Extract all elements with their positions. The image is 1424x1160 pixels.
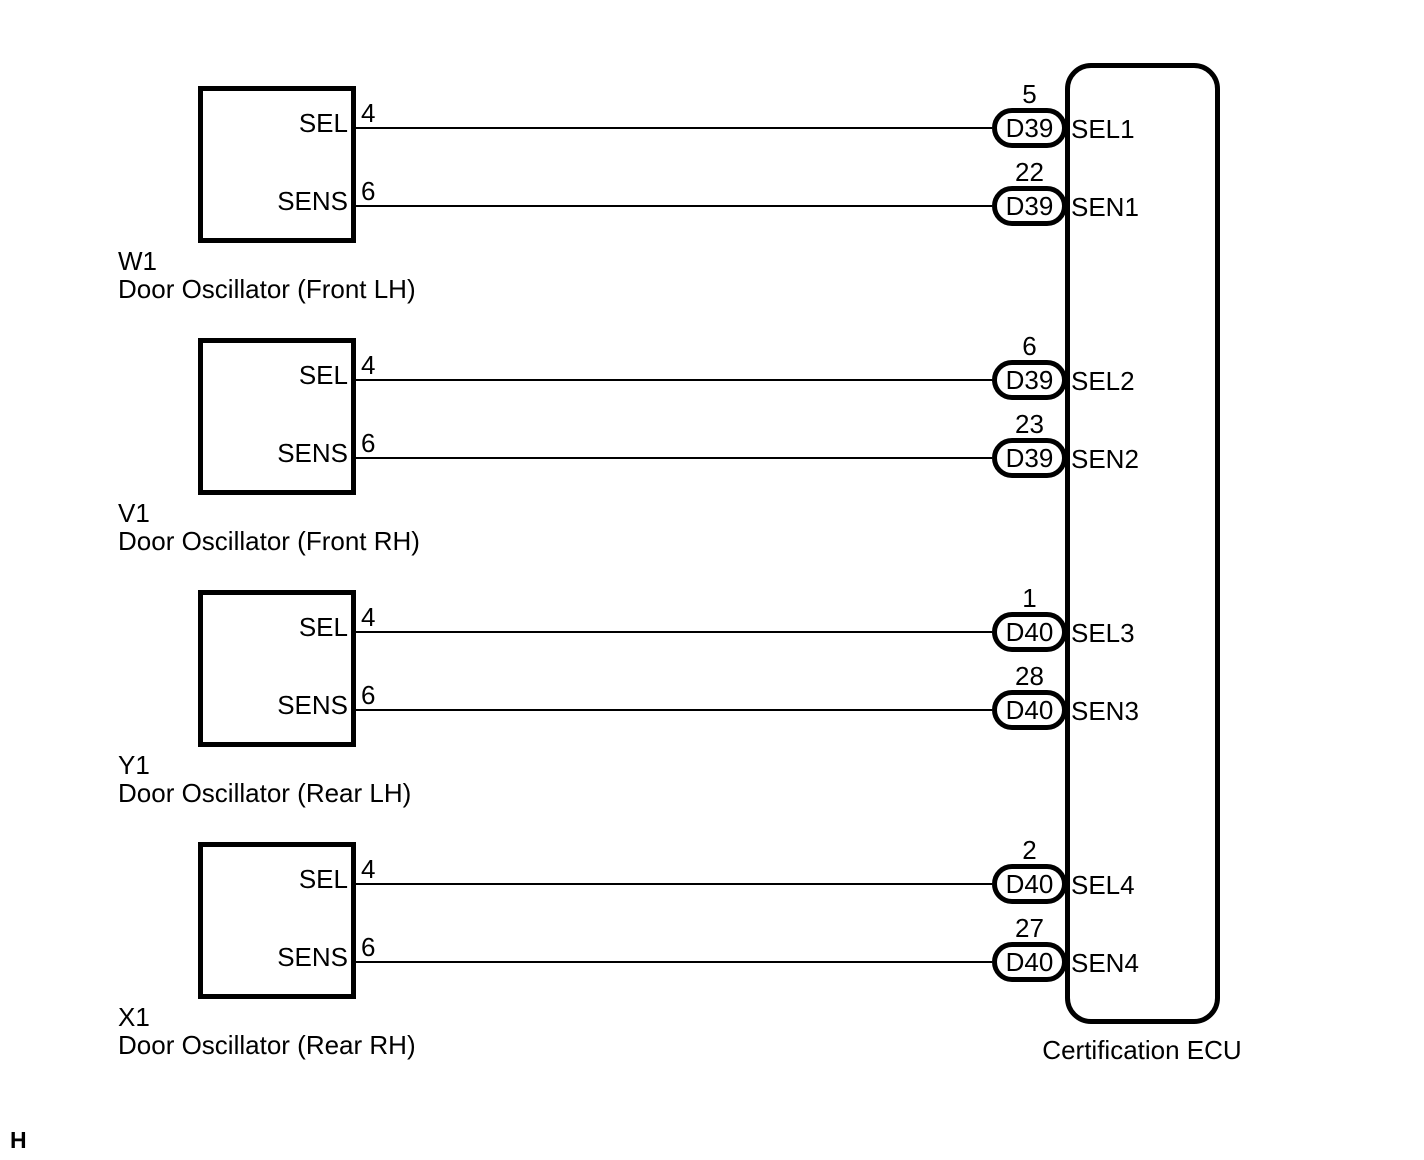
oscillator-pin-label: SENS	[277, 690, 348, 720]
oscillator-pin-number: 4	[361, 602, 376, 632]
wire	[356, 205, 992, 207]
oscillator-pin-label: SEL	[298, 360, 348, 390]
oscillator-box	[198, 842, 356, 999]
ecu-signal-label: SEL2	[1071, 366, 1135, 396]
oscillator-box	[198, 86, 356, 243]
connector-code: D40	[1005, 947, 1054, 977]
block-id: V1	[118, 498, 150, 528]
ecu-signal-label: SEL4	[1071, 870, 1135, 900]
ecu-signal-label: SEN1	[1071, 192, 1139, 222]
connector-pill: D40	[992, 864, 1067, 904]
connector-pill: D40	[992, 612, 1067, 652]
oscillator-pin-label: SENS	[277, 438, 348, 468]
ecu-pin-number: 6	[1022, 331, 1037, 361]
wire	[356, 709, 992, 711]
oscillator-pin-number: 6	[361, 428, 376, 458]
oscillator-pin-number: 4	[361, 98, 376, 128]
connector-code: D40	[1005, 617, 1054, 647]
oscillator-pin-label: SENS	[277, 942, 348, 972]
block-id: X1	[118, 1002, 150, 1032]
block-name: Door Oscillator (Rear RH)	[118, 1030, 416, 1060]
connector-pill: D39	[992, 186, 1067, 226]
wire	[356, 883, 992, 885]
wire	[356, 961, 992, 963]
oscillator-pin-number: 4	[361, 854, 376, 884]
block-name: Door Oscillator (Rear LH)	[118, 778, 412, 808]
oscillator-pin-label: SEL	[298, 108, 348, 138]
oscillator-caption: X1 Door Oscillator (Rear RH)	[118, 1003, 416, 1059]
ecu-box	[1065, 63, 1220, 1024]
wire	[356, 457, 992, 459]
oscillator-pin-label: SENS	[277, 186, 348, 216]
connector-code: D39	[1005, 365, 1054, 395]
page-letter: H	[10, 1127, 27, 1153]
ecu-pin-number: 28	[1015, 661, 1044, 691]
connector-code: D39	[1005, 191, 1054, 221]
oscillator-box	[198, 338, 356, 495]
connector-pill: D39	[992, 108, 1067, 148]
oscillator-pin-number: 6	[361, 932, 376, 962]
ecu-signal-label: SEN3	[1071, 696, 1139, 726]
ecu-signal-label: SEN2	[1071, 444, 1139, 474]
connector-code: D39	[1005, 113, 1054, 143]
ecu-pin-number: 22	[1015, 157, 1044, 187]
ecu-pin-number: 27	[1015, 913, 1044, 943]
ecu-pin-number: 23	[1015, 409, 1044, 439]
block-id: W1	[118, 246, 157, 276]
block-name: Door Oscillator (Front RH)	[118, 526, 420, 556]
ecu-pin-number: 5	[1022, 79, 1037, 109]
connector-pill: D40	[992, 690, 1067, 730]
oscillator-box	[198, 590, 356, 747]
oscillator-caption: Y1 Door Oscillator (Rear LH)	[118, 751, 411, 807]
block-id: Y1	[118, 750, 150, 780]
ecu-pin-number: 2	[1022, 835, 1037, 865]
oscillator-caption: W1 Door Oscillator (Front LH)	[118, 247, 416, 303]
connector-code: D39	[1005, 443, 1054, 473]
wire	[356, 631, 992, 633]
ecu-signal-label: SEL1	[1071, 114, 1135, 144]
oscillator-pin-label: SEL	[298, 612, 348, 642]
oscillator-caption: V1 Door Oscillator (Front RH)	[118, 499, 420, 555]
connector-pill: D39	[992, 360, 1067, 400]
block-name: Door Oscillator (Front LH)	[118, 274, 416, 304]
ecu-pin-number: 1	[1022, 583, 1037, 613]
ecu-label: Certification ECU	[1042, 1035, 1242, 1065]
connector-code: D40	[1005, 695, 1054, 725]
oscillator-pin-number: 6	[361, 680, 376, 710]
wire	[356, 127, 992, 129]
ecu-signal-label: SEN4	[1071, 948, 1139, 978]
connector-pill: D40	[992, 942, 1067, 982]
oscillator-pin-number: 4	[361, 350, 376, 380]
ecu-signal-label: SEL3	[1071, 618, 1135, 648]
wire	[356, 379, 992, 381]
connector-pill: D39	[992, 438, 1067, 478]
oscillator-pin-number: 6	[361, 176, 376, 206]
connector-code: D40	[1005, 869, 1054, 899]
oscillator-pin-label: SEL	[298, 864, 348, 894]
